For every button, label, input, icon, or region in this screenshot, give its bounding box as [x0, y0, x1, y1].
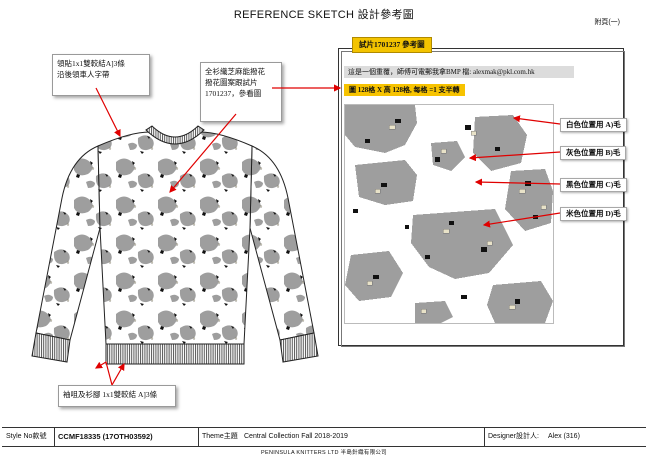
pattern-note-line-3: 1701237，參看圖: [205, 89, 262, 98]
title-zh: 設計參考圖: [357, 9, 415, 21]
pattern-note: 全衫織芝麻能撥花 撥花圖案跟試片 1701237，參看圖: [200, 62, 282, 122]
color-label-grey: 灰色位置用 B)毛: [560, 146, 627, 160]
color-label-black: 黑色位置用 C)毛: [560, 178, 627, 192]
theme-value: Central Collection Fall 2018-2019: [244, 433, 348, 440]
email-info-bar: 這是一個重覆，師傅可電郵我拿BMP 檔: alexmak@pkl.com.hk: [344, 66, 574, 78]
yoke-note: 領貼1x1雙較結A]3條 沿後領車人字帶: [52, 54, 150, 96]
right-cuff: [279, 332, 319, 363]
title-en: REFERENCE SKETCH: [233, 9, 355, 21]
black-arrow: [474, 178, 561, 186]
color-label-beige: 米色位置用 D)毛: [560, 207, 627, 221]
theme-label: Theme主題: [202, 433, 238, 440]
yoke-arrow: [95, 87, 121, 138]
reference-panel-inner-border: [341, 51, 625, 347]
footer-divider: [198, 428, 199, 446]
footer-divider: [484, 428, 485, 446]
cuff-note: 袖咀及衫腳 1x1雙較結 A]3條: [58, 385, 176, 407]
neck-rib: [145, 125, 205, 145]
grey-arrow: [468, 151, 561, 162]
cuff-arrow-1: [94, 361, 113, 386]
pattern-note-line-1: 全衫織芝麻能撥花: [205, 67, 265, 76]
hem-rib: [105, 343, 245, 365]
pattern-arrow: [169, 113, 237, 193]
footer-table: Style No款號 CCMF18335 (17OTH03592) Theme主…: [2, 427, 646, 447]
cuff-arrow-2: [111, 362, 125, 386]
pattern-note-line-2: 撥花圖案跟試片: [205, 78, 258, 87]
sample-tag: 試片1701237 參考圖: [352, 37, 432, 53]
sweater-sketch: [31, 125, 319, 365]
beige-arrow: [482, 212, 561, 228]
designer-value: Alex (316): [548, 433, 580, 440]
style-label: Style No款號: [6, 433, 47, 440]
white-arrow: [512, 115, 561, 125]
pattern-svg: [345, 105, 553, 323]
style-value: CCMF18335 (17OTH03592): [58, 432, 153, 441]
yoke-note-line-2: 沿後領車人字帶: [57, 70, 110, 79]
grid-size-bar: 圖 128格 X 高 128格, 每格 =1 支半轉: [344, 84, 465, 96]
page-title: REFERENCE SKETCH 設計參考圖: [0, 6, 648, 22]
page-number-label: 附頁(一): [594, 19, 620, 26]
company-name: PENINSULA KNITTERS LTD 半島針織有限公司: [261, 450, 387, 456]
designer-label: Designer設計人:: [488, 433, 539, 440]
knit-pattern-swatch: [344, 104, 554, 324]
left-cuff: [31, 332, 71, 363]
yoke-note-line-1: 領貼1x1雙較結A]3條: [57, 59, 125, 68]
color-label-white: 白色位置用 A)毛: [560, 118, 627, 132]
footer-divider: [54, 428, 55, 446]
